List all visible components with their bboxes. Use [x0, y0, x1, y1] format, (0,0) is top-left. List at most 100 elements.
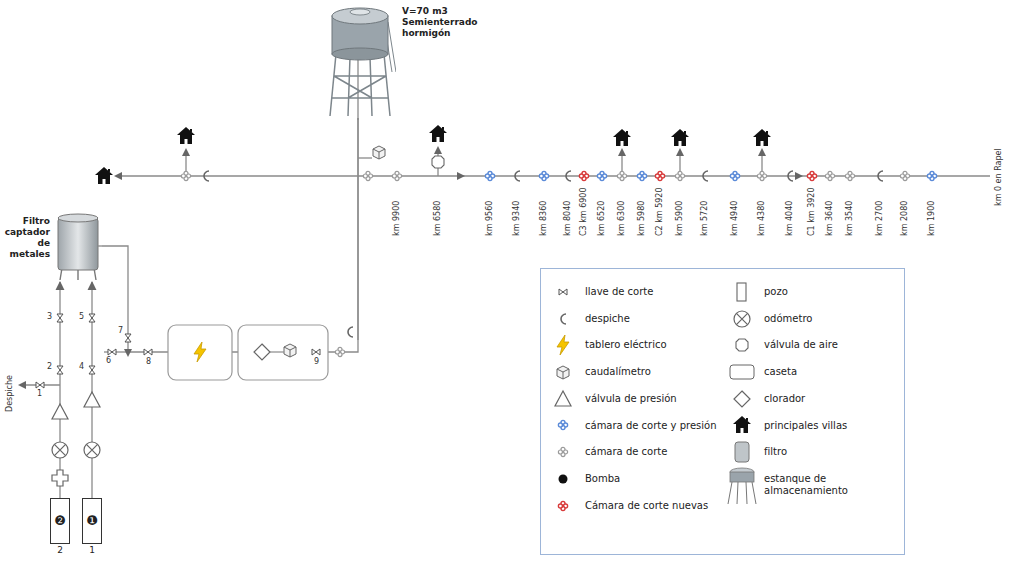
villa-icon — [753, 129, 771, 146]
line-fittings — [703, 171, 708, 181]
flow-arrows — [18, 381, 26, 389]
km-label: C3 km 6900 — [579, 187, 589, 236]
well: ❷2 — [50, 498, 70, 544]
flow-arrows — [182, 148, 190, 156]
line-fittings — [795, 172, 803, 180]
legend-symbols — [735, 442, 749, 462]
line-fittings — [181, 146, 936, 181]
km-label: km 4940 — [730, 201, 740, 236]
villa-icon — [429, 125, 447, 142]
callout-number: 2 — [47, 362, 52, 372]
line-fittings — [730, 171, 739, 180]
legend-symbols — [730, 365, 754, 379]
line-fittings — [825, 171, 834, 180]
callout-number: 4 — [79, 362, 84, 372]
km-label: km 4380 — [757, 201, 767, 236]
pipe-connector — [102, 118, 358, 352]
well-fittings — [125, 334, 131, 342]
line-fittings — [617, 171, 626, 180]
line-fittings — [457, 172, 465, 180]
line-fittings — [392, 171, 401, 180]
villa-icon — [671, 129, 689, 146]
well-fittings — [89, 366, 95, 374]
callout-number: 5 — [79, 312, 84, 322]
km-label: km 3540 — [845, 201, 855, 236]
villa-icon — [95, 125, 771, 184]
line-fittings — [927, 171, 936, 180]
node-label: Filtro captador de metales — [2, 216, 50, 260]
line-fittings — [363, 171, 372, 180]
legend-box: llave de cortedespichetablero eléctricoc… — [540, 268, 905, 555]
legend-text: Bomba — [585, 473, 735, 485]
flow-arrows — [758, 148, 766, 156]
legend-symbols — [557, 366, 569, 379]
km-label: C1 km 3920 — [807, 187, 817, 236]
filter-icon — [58, 214, 98, 222]
well-fittings — [57, 366, 63, 374]
callout-number: 1 — [37, 389, 42, 399]
km-label: km 3640 — [825, 201, 835, 236]
legend-text: despiche — [585, 313, 735, 325]
flow-arrows — [124, 349, 132, 357]
km-label: km 9900 — [392, 201, 402, 236]
line-fittings — [900, 171, 909, 180]
legend-symbols — [730, 472, 754, 482]
tank-icon — [332, 8, 388, 24]
km-label: km 8360 — [539, 201, 549, 236]
filter-icon — [98, 245, 102, 246]
legend-text: Cámara de corte nuevas — [585, 500, 735, 512]
legend-symbols — [728, 482, 756, 504]
well-fittings — [108, 349, 116, 355]
km-label: km 9340 — [512, 201, 522, 236]
main-pipeline — [358, 157, 372, 158]
callout-number: 6 — [106, 356, 111, 366]
tank-icon — [357, 50, 358, 120]
line-fittings — [566, 171, 571, 181]
flow-arrows — [618, 148, 626, 156]
well-fittings — [84, 442, 100, 458]
legend-symbols — [555, 391, 571, 406]
villa-icon — [95, 167, 113, 184]
caseta-box — [194, 342, 206, 362]
line-fittings — [597, 171, 606, 180]
tank-icon — [330, 54, 390, 116]
node-label: ❷ — [51, 499, 69, 543]
filter-icon — [54, 210, 102, 282]
line-fittings — [655, 171, 664, 180]
caseta-box — [312, 349, 320, 355]
storage-tank: V=70 m3 Semienterrado hormigón — [326, 2, 476, 118]
legend-text: odómetro — [764, 313, 894, 325]
villa-icon — [177, 127, 195, 144]
line-fittings — [515, 171, 520, 181]
legend-symbols — [557, 335, 569, 355]
flow-arrows — [434, 146, 442, 154]
line-fittings — [845, 171, 854, 180]
flow-arrows — [114, 172, 122, 180]
line-fittings — [757, 171, 766, 180]
km-label: km 4040 — [785, 201, 795, 236]
line-fittings — [807, 171, 816, 180]
km-label: Despiche — [5, 375, 15, 412]
line-fittings — [432, 156, 444, 168]
flow-arrows — [676, 148, 684, 156]
km-label: km 9560 — [485, 201, 495, 236]
legend-symbols — [558, 501, 567, 510]
node-label: V=70 m3 Semienterrado hormigón — [402, 6, 476, 39]
km-label: km 5980 — [637, 201, 647, 236]
line-fittings — [788, 171, 793, 181]
legend-symbols — [559, 475, 568, 484]
caseta-box — [284, 344, 296, 357]
legend-symbols — [734, 391, 750, 407]
well-fittings — [144, 349, 152, 355]
callout-number: 8 — [146, 357, 151, 367]
km-label: km 2080 — [900, 201, 910, 236]
tank-icon — [332, 48, 388, 60]
caseta-box — [238, 325, 328, 380]
callout-number: 3 — [47, 312, 52, 322]
legend-text: válvula de aire — [764, 339, 894, 351]
km-label: km 5720 — [700, 201, 710, 236]
well-fittings — [52, 442, 68, 458]
legend-symbols — [734, 311, 750, 327]
